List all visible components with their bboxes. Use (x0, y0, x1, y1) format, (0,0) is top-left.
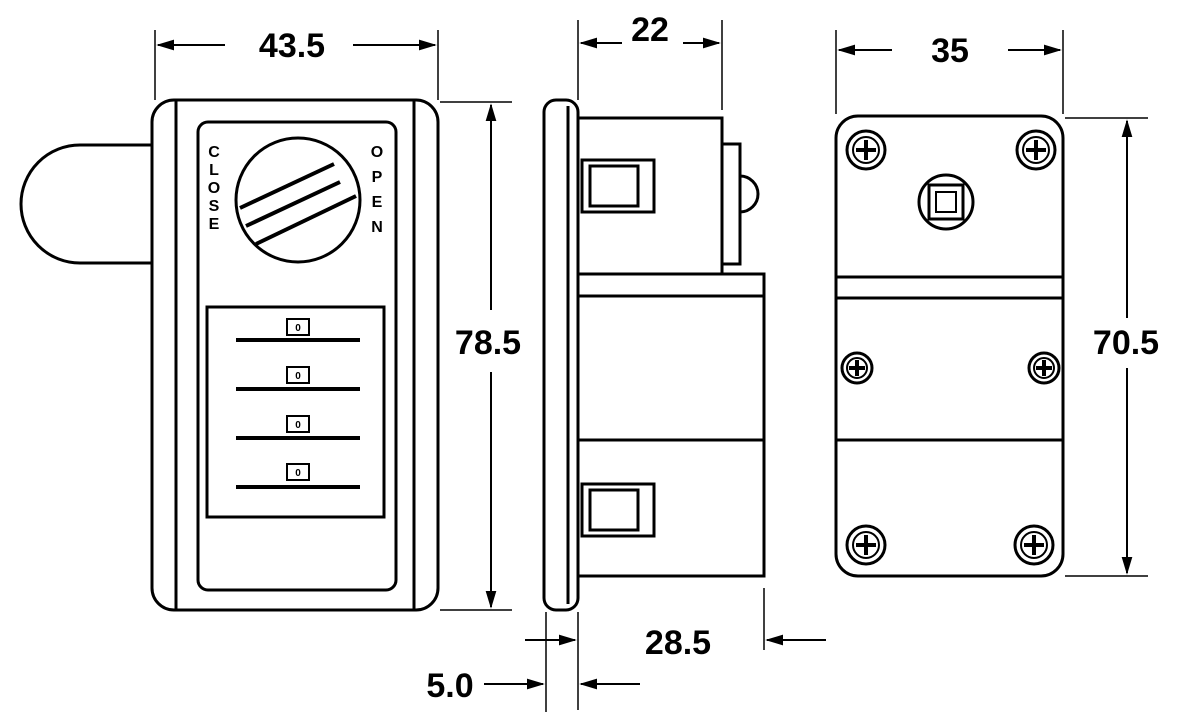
dimension-side-body: 28.5 (525, 588, 826, 710)
close-label: C L O S E (208, 144, 220, 233)
dimension-label: 78.5 (455, 324, 521, 362)
screw-icon (1015, 129, 1057, 171)
position-indicator: 0 (295, 420, 301, 431)
indicator-row: 0 (236, 463, 360, 489)
open-letter: N (371, 219, 383, 236)
side-upper-terminal-inner (588, 164, 640, 208)
dimension-label: 70.5 (1093, 324, 1159, 362)
dimension-side-flange: 5.0 (426, 612, 640, 712)
rotary-dial (234, 136, 362, 264)
close-letter: O (208, 180, 220, 197)
screw-icon (845, 129, 887, 171)
close-letter: C (208, 144, 220, 161)
dimension-rear-height: 70.5 (1065, 117, 1159, 577)
dimension-label: 35 (931, 32, 969, 70)
screw-icon (840, 351, 874, 385)
indicator-row: 0 (236, 366, 360, 391)
open-letter: O (371, 144, 383, 161)
dimension-label: 5.0 (426, 667, 473, 705)
side-flange (542, 98, 580, 612)
open-letter: E (372, 194, 383, 211)
position-indicator: 0 (295, 323, 301, 334)
front-view: C L O S E O P E N 0 0 0 (19, 98, 440, 612)
open-letter: P (372, 169, 383, 186)
close-letter: L (209, 162, 219, 179)
side-lower-terminal-inner (588, 488, 640, 532)
screw-icon (845, 524, 887, 566)
position-indicator: 0 (295, 468, 301, 479)
screw-icon (1013, 524, 1055, 566)
side-lower-body (576, 272, 766, 578)
dimension-side-top: 22 (577, 11, 723, 110)
screw-icon (1027, 351, 1061, 385)
close-letter: E (209, 216, 220, 233)
dimension-front-height: 78.5 (440, 101, 521, 611)
indicator-window (205, 305, 386, 519)
side-lower-terminal (580, 482, 656, 538)
indicator-row: 0 (236, 415, 360, 440)
position-indicator: 0 (295, 371, 301, 382)
dimension-label: 28.5 (645, 624, 711, 662)
dimension-front-width: 43.5 (154, 27, 439, 100)
side-dial-cap (739, 174, 760, 214)
rear-view (834, 114, 1065, 578)
close-letter: S (209, 198, 220, 215)
dimension-label: 22 (631, 11, 669, 49)
side-upper-block (576, 116, 724, 276)
dimension-label: 43.5 (259, 27, 325, 65)
open-label: O P E N (371, 144, 383, 236)
indicator-row: 0 (236, 318, 360, 342)
rear-body (834, 114, 1065, 578)
front-side-knob (19, 143, 152, 265)
side-dial-shaft (720, 142, 742, 266)
dimension-rear-width: 35 (835, 30, 1064, 114)
side-upper-terminal (580, 158, 656, 214)
front-panel (196, 120, 398, 592)
front-outer-body (150, 98, 440, 612)
rear-center-boss (917, 173, 975, 231)
side-view (542, 98, 766, 612)
